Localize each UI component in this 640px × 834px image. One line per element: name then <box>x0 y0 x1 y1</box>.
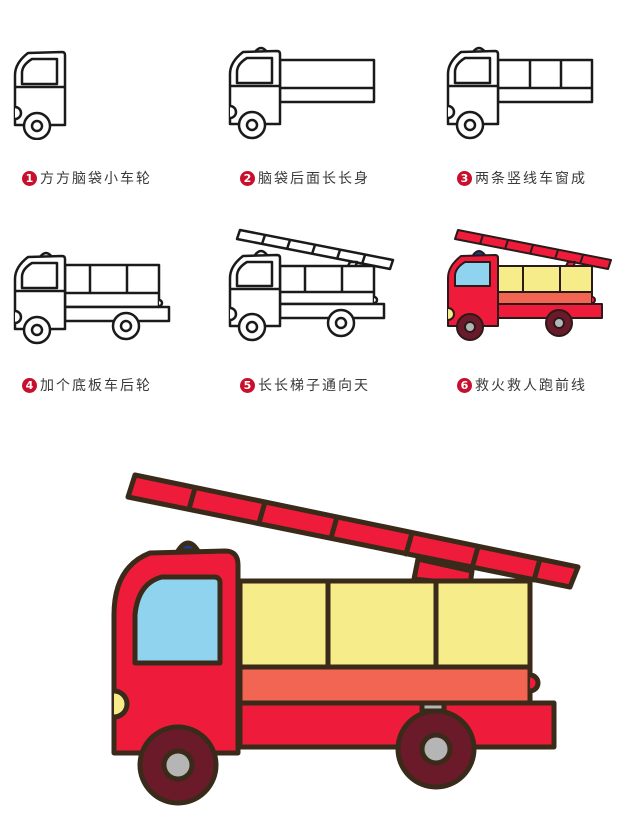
step-2-drawing <box>225 40 385 140</box>
step-number-badge: 5 <box>240 377 255 393</box>
step-5-drawing <box>225 222 400 342</box>
step-text: 救火救人跑前线 <box>475 378 587 394</box>
step-3-caption: 3 两条竖线车窗成 <box>457 168 587 188</box>
step-number-badge: 1 <box>22 170 37 186</box>
step-text: 加个底板车后轮 <box>40 378 152 394</box>
step-1-drawing <box>10 45 70 140</box>
step-text: 方方脑袋小车轮 <box>40 171 152 187</box>
truck-with-windows-outline-icon <box>446 46 594 140</box>
truck-with-ladder-outline-icon <box>228 228 395 342</box>
step-number-badge: 2 <box>240 170 255 186</box>
step-6-drawing <box>443 222 618 342</box>
truck-cab-outline-icon <box>13 50 67 140</box>
step-text: 长长梯子通向天 <box>258 378 370 394</box>
step-1-caption: 1 方方脑袋小车轮 <box>22 168 152 188</box>
truck-with-body-outline-icon <box>228 46 376 140</box>
step-number-badge: 3 <box>457 170 472 186</box>
step-5-caption: 5 长长梯子通向天 <box>240 375 370 395</box>
step-text: 脑袋后面长长身 <box>258 171 370 187</box>
step-6-caption: 6 救火救人跑前线 <box>457 375 587 395</box>
step-3-drawing <box>443 40 603 140</box>
step-2-caption: 2 脑袋后面长长身 <box>240 168 370 188</box>
step-text: 两条竖线车窗成 <box>475 171 587 187</box>
colored-fire-truck-small-icon <box>447 229 612 341</box>
final-fire-truck <box>100 455 590 819</box>
step-number-badge: 4 <box>22 377 37 393</box>
truck-with-chassis-outline-icon <box>13 251 171 345</box>
step-4-drawing <box>10 245 180 345</box>
fire-truck-icon <box>111 472 581 806</box>
step-number-badge: 6 <box>457 377 472 393</box>
step-4-caption: 4 加个底板车后轮 <box>22 375 152 395</box>
